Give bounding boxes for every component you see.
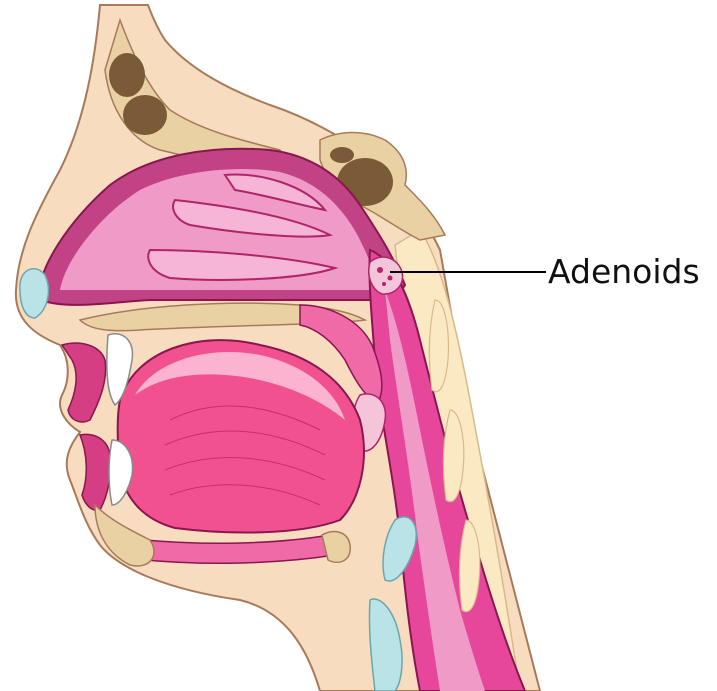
frontal-sinus-lower <box>123 95 167 135</box>
adenoids-tissue <box>369 257 403 294</box>
adenoids-label: Adenoids <box>548 252 700 292</box>
sphenoid-sinus-small <box>330 147 354 163</box>
frontal-sinus <box>109 53 145 97</box>
